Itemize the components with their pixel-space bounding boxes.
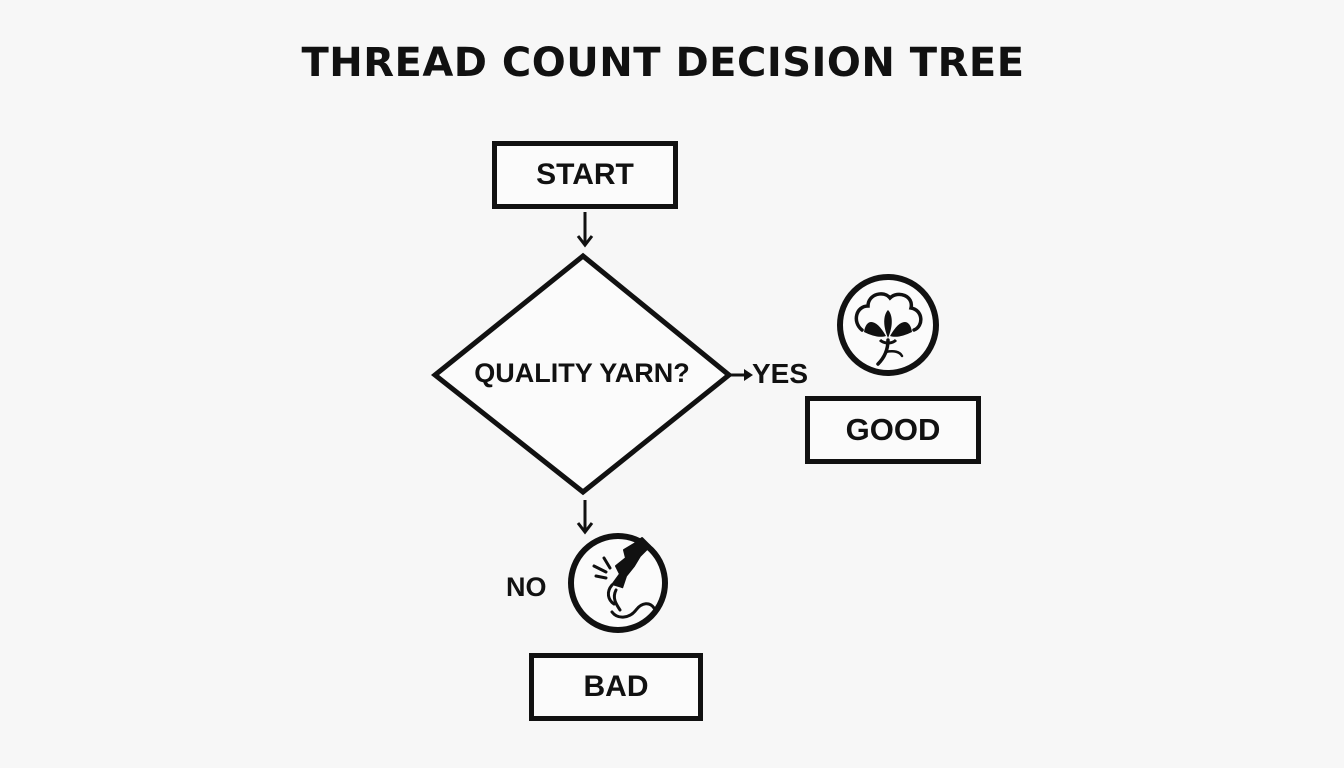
yes-branch-label: YES [752,358,809,389]
cotton-flower-icon [837,274,939,376]
arrow-to-no [576,500,594,535]
good-outcome-node: GOOD [805,396,981,464]
bad-label: BAD [583,670,649,703]
no-branch-label: NO [506,572,547,602]
decision-label: QUALITY YARN? [474,358,690,388]
bad-outcome-node: BAD [529,653,703,721]
good-label: GOOD [845,412,941,447]
arrow-start-to-decision [576,212,594,248]
start-node: START [492,141,678,209]
frayed-yarn-icon [568,533,668,633]
diagram-title: THREAD COUNT DECISION TREE [301,40,1025,86]
arrow-to-yes [729,369,753,381]
decision-diamond [430,252,733,496]
start-label: START [536,158,634,191]
